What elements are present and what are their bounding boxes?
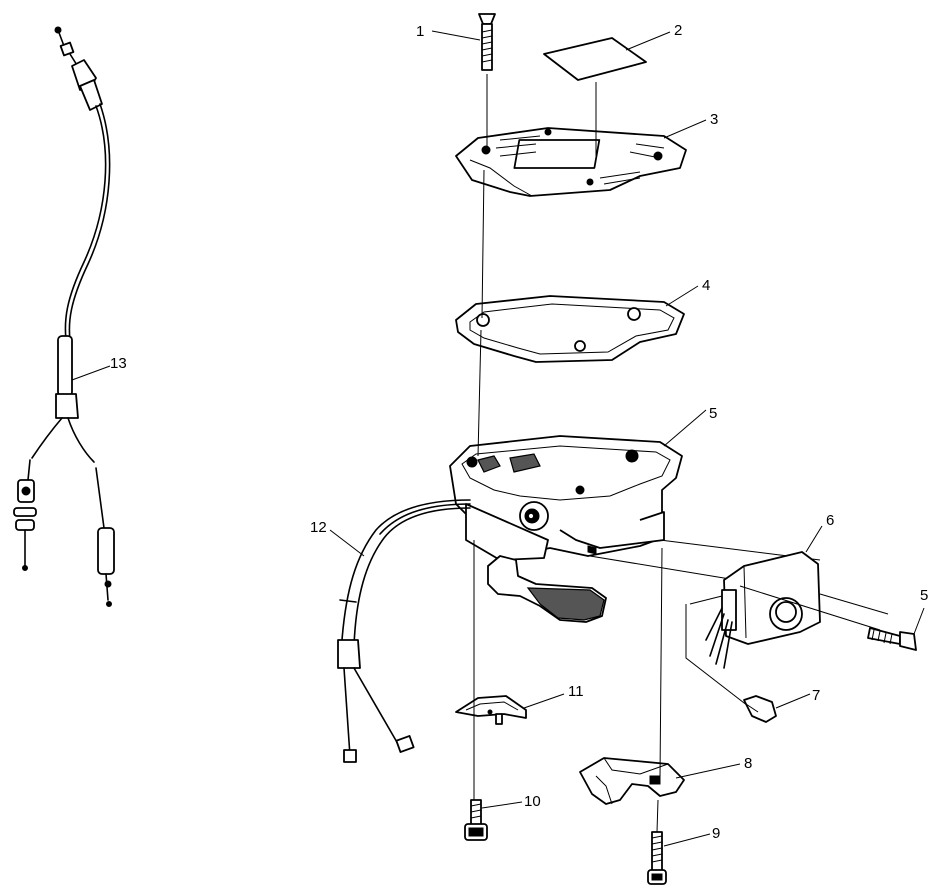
callout-6: 6: [826, 512, 834, 529]
handlebar-clamp-part: [579, 757, 685, 805]
leader-lines: [71, 30, 925, 847]
callout-2: 2: [674, 22, 682, 39]
assembly-centerlines: [473, 74, 663, 833]
gasket-part: [455, 295, 685, 363]
callout-11: 11: [568, 683, 584, 700]
bulb-part: [743, 695, 777, 723]
throttle-cable-part: [13, 26, 115, 607]
callout-7: 7: [812, 687, 820, 704]
callout-10: 10: [524, 793, 541, 810]
callout-5-screw: 5: [920, 587, 928, 604]
callout-8: 8: [744, 755, 752, 772]
kill-switch-part: [589, 539, 889, 707]
cover-screw-part: [464, 799, 488, 841]
callout-labels: 1 2 3 4 5 6 5 7 11 12 13 8 9 10: [110, 22, 928, 842]
switch-housing-part: [449, 435, 683, 623]
callout-13: 13: [110, 355, 127, 372]
callout-4: 4: [702, 277, 710, 294]
wire-harness-part: [337, 499, 471, 763]
side-screw-part: [739, 585, 917, 651]
retainer-plate-part: [455, 695, 527, 725]
housing-cover-part: [455, 127, 687, 197]
callout-5-housing: 5: [709, 405, 717, 422]
callout-3: 3: [710, 111, 718, 128]
decal-part: [543, 37, 647, 81]
callout-9: 9: [712, 825, 720, 842]
clamp-screw-part: [647, 831, 667, 885]
top-screw-part: [478, 13, 496, 71]
callout-1: 1: [416, 23, 424, 40]
callout-12: 12: [310, 519, 327, 536]
